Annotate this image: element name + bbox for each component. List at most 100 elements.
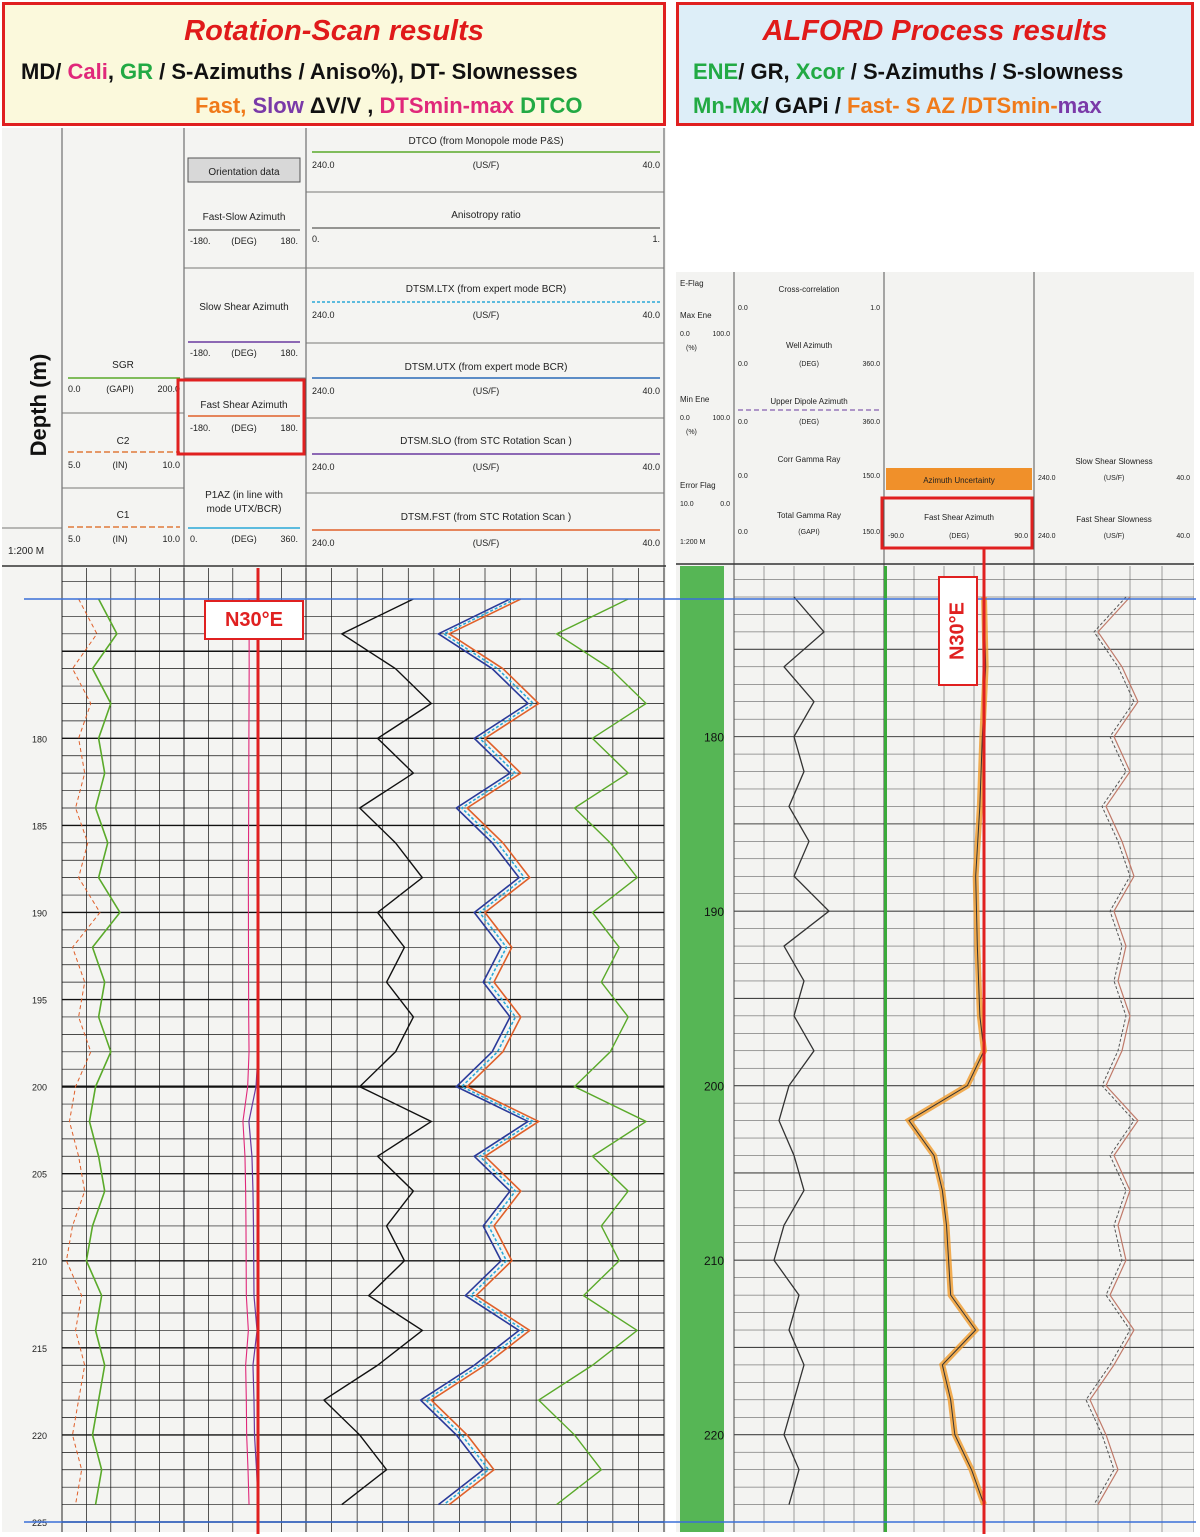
alford-legend-1-part-1: / GR,	[738, 59, 796, 84]
right-depth-tick: 210	[704, 1254, 724, 1268]
well-az-name: Well Azimuth	[786, 341, 832, 350]
rotation-legend-1-part-4: / S-Azimuths / Aniso%), DT- Slownesses	[153, 59, 578, 84]
alford-grid	[733, 566, 1195, 1532]
rotation-legend-2-part-4: DTCO	[520, 93, 583, 118]
rotation-legend-1-part-1: Cali	[67, 59, 108, 84]
dtco-unit: (US/F)	[473, 160, 500, 170]
azimuth-uncertainty-swatch	[886, 468, 1032, 490]
error-flag-name: Error Flag	[680, 481, 716, 490]
rotation-legend-2-part-0: Fast,	[195, 93, 253, 118]
aniso-max: 1.	[652, 234, 660, 244]
alford-n30e-marker-svg: N30°E	[946, 602, 968, 660]
caliper-curve	[65, 598, 101, 1505]
c1-max: 10.0	[162, 534, 180, 544]
fast-az-unit: (DEG)	[231, 423, 257, 433]
corr-gr-min: 0.0	[738, 473, 748, 480]
c2-min: 5.0	[68, 460, 81, 470]
slow-az-name: Slow Shear Azimuth	[199, 302, 289, 313]
min-ene-max: 100.0	[712, 415, 730, 422]
max-ene-max: 100.0	[712, 331, 730, 338]
rotation-scan-curves	[65, 598, 648, 1506]
fs-az-unit: (DEG)	[231, 236, 257, 246]
ltx-name: DTSM.LTX (from expert mode BCR)	[406, 284, 566, 295]
left-depth-tick: 200	[32, 1083, 47, 1093]
total-gr-unit: (GAPI)	[798, 529, 819, 536]
xcor-max: 1.0	[870, 305, 880, 312]
c2-unit: (IN)	[113, 460, 128, 470]
rotation-scan-title-box: Rotation-Scan results MD/ Cali, GR / S-A…	[2, 2, 666, 126]
fast-sl-name: Fast Shear Slowness	[1076, 515, 1152, 524]
slo-name: DTSM.SLO (from STC Rotation Scan )	[400, 436, 572, 447]
rotation-scan-header-area: SGR 0.0 (GAPI) 200.0 C2 5.0 (IN) 10.0 C1…	[2, 128, 666, 1532]
left-depth-tick: 180	[32, 734, 47, 744]
depth-axis-label-container: Depth (m)	[20, 290, 60, 520]
aniso-min: 0.	[312, 234, 320, 244]
eflag-label: E-Flag	[680, 279, 704, 288]
fast-az-min: -180.	[190, 423, 211, 433]
fast-sl-min: 240.0	[1038, 533, 1056, 540]
min-ene-min: 0.0	[680, 415, 690, 422]
alford-legend-line-2: Mn-Mx/ GAPi / Fast- S AZ /DTSmin-max	[693, 93, 1102, 119]
p1az-min: 0.	[190, 534, 198, 544]
rotation-legend-2-part-1: Slow	[252, 93, 304, 118]
fst-max: 40.0	[642, 538, 660, 548]
fs-az-min: -180.	[190, 236, 211, 246]
alford-legend-1-part-3: / S-Azimuths / S-slowness	[844, 59, 1124, 84]
left-depth-tick: 210	[32, 1257, 47, 1267]
right-depth-tick: 180	[704, 731, 724, 745]
ltx-unit: (US/F)	[473, 310, 500, 320]
alford-legend-1-part-0: ENE	[693, 59, 739, 84]
xcor-green-edge	[884, 566, 887, 1532]
slow-sl-name: Slow Shear Slowness	[1075, 457, 1152, 466]
fst-min: 240.0	[312, 538, 335, 548]
p1az-unit: (DEG)	[231, 534, 257, 544]
rotation-scan-log-panel: SGR 0.0 (GAPI) 200.0 C2 5.0 (IN) 10.0 C1…	[2, 128, 666, 1532]
rotation-legend-2-part-2: ΔV/V ,	[303, 93, 380, 118]
rotation-scan-log-chart: SGR 0.0 (GAPI) 200.0 C2 5.0 (IN) 10.0 C1…	[2, 128, 666, 1532]
fast-shear-azimuth-highlight	[176, 378, 306, 456]
alford-n30e-marker: N30°E	[938, 576, 978, 686]
max-ene-name: Max Ene	[680, 311, 712, 320]
corr-gr-name: Corr Gamma Ray	[778, 455, 841, 464]
alford-log-chart: E-Flag Max Ene 0.0 100.0 (%) Min Ene 0.0…	[676, 272, 1195, 1532]
aniso-name: Anisotropy ratio	[451, 210, 521, 221]
slow-sl-unit: (US/F)	[1104, 475, 1125, 482]
az-unc-label: Azimuth Uncertainty	[923, 476, 995, 485]
c1-min: 5.0	[68, 534, 81, 544]
min-ene-name: Min Ene	[680, 395, 710, 404]
alford-header-area: E-Flag Max Ene 0.0 100.0 (%) Min Ene 0.0…	[676, 272, 1194, 1532]
slow-sl-min: 240.0	[1038, 475, 1056, 482]
alford-legend-2-part-2: Fast- S AZ /DTSmin-	[847, 93, 1058, 118]
scale-label-left: 1:200 M	[8, 546, 44, 557]
total-gr-max: 150.0	[862, 529, 880, 536]
ltx-min: 240.0	[312, 310, 335, 320]
slow-az-min: -180.	[190, 348, 211, 358]
well-az-max: 360.0	[862, 361, 880, 368]
fs-az-name: Fast-Slow Azimuth	[203, 212, 286, 223]
utx-name: DTSM.UTX (from expert mode BCR)	[405, 362, 568, 373]
left-depth-tick: 190	[32, 908, 47, 918]
slo-min: 240.0	[312, 462, 335, 472]
slow-az-max: 180.	[280, 348, 298, 358]
alford-fast-az-max: 90.0	[1014, 533, 1028, 540]
p1az-name-2: mode UTX/BCR)	[206, 504, 281, 515]
right-depth-tick: 190	[704, 905, 724, 919]
total-gr-name: Total Gamma Ray	[777, 511, 841, 520]
dtco-max: 40.0	[642, 160, 660, 170]
right-depth-tick: 200	[704, 1080, 724, 1094]
c2-name: C2	[117, 436, 130, 447]
corr-gr-max: 150.0	[862, 473, 880, 480]
left-depth-tick: 220	[32, 1431, 47, 1441]
alford-fast-az-min: -90.0	[888, 533, 904, 540]
alford-fast-slowness-curve	[1089, 596, 1139, 1505]
alford-legend-1-part-2: Xcor	[795, 59, 845, 84]
ene-band	[680, 566, 724, 1532]
alford-legend-2-part-3: max	[1057, 93, 1102, 118]
upper-dip-min: 0.0	[738, 419, 748, 426]
alford-legend-2-part-0: Mn-Mx	[693, 93, 763, 118]
slo-max: 40.0	[642, 462, 660, 472]
xcor-min: 0.0	[738, 305, 748, 312]
utx-min: 240.0	[312, 386, 335, 396]
left-depth-tick: 195	[32, 996, 47, 1006]
